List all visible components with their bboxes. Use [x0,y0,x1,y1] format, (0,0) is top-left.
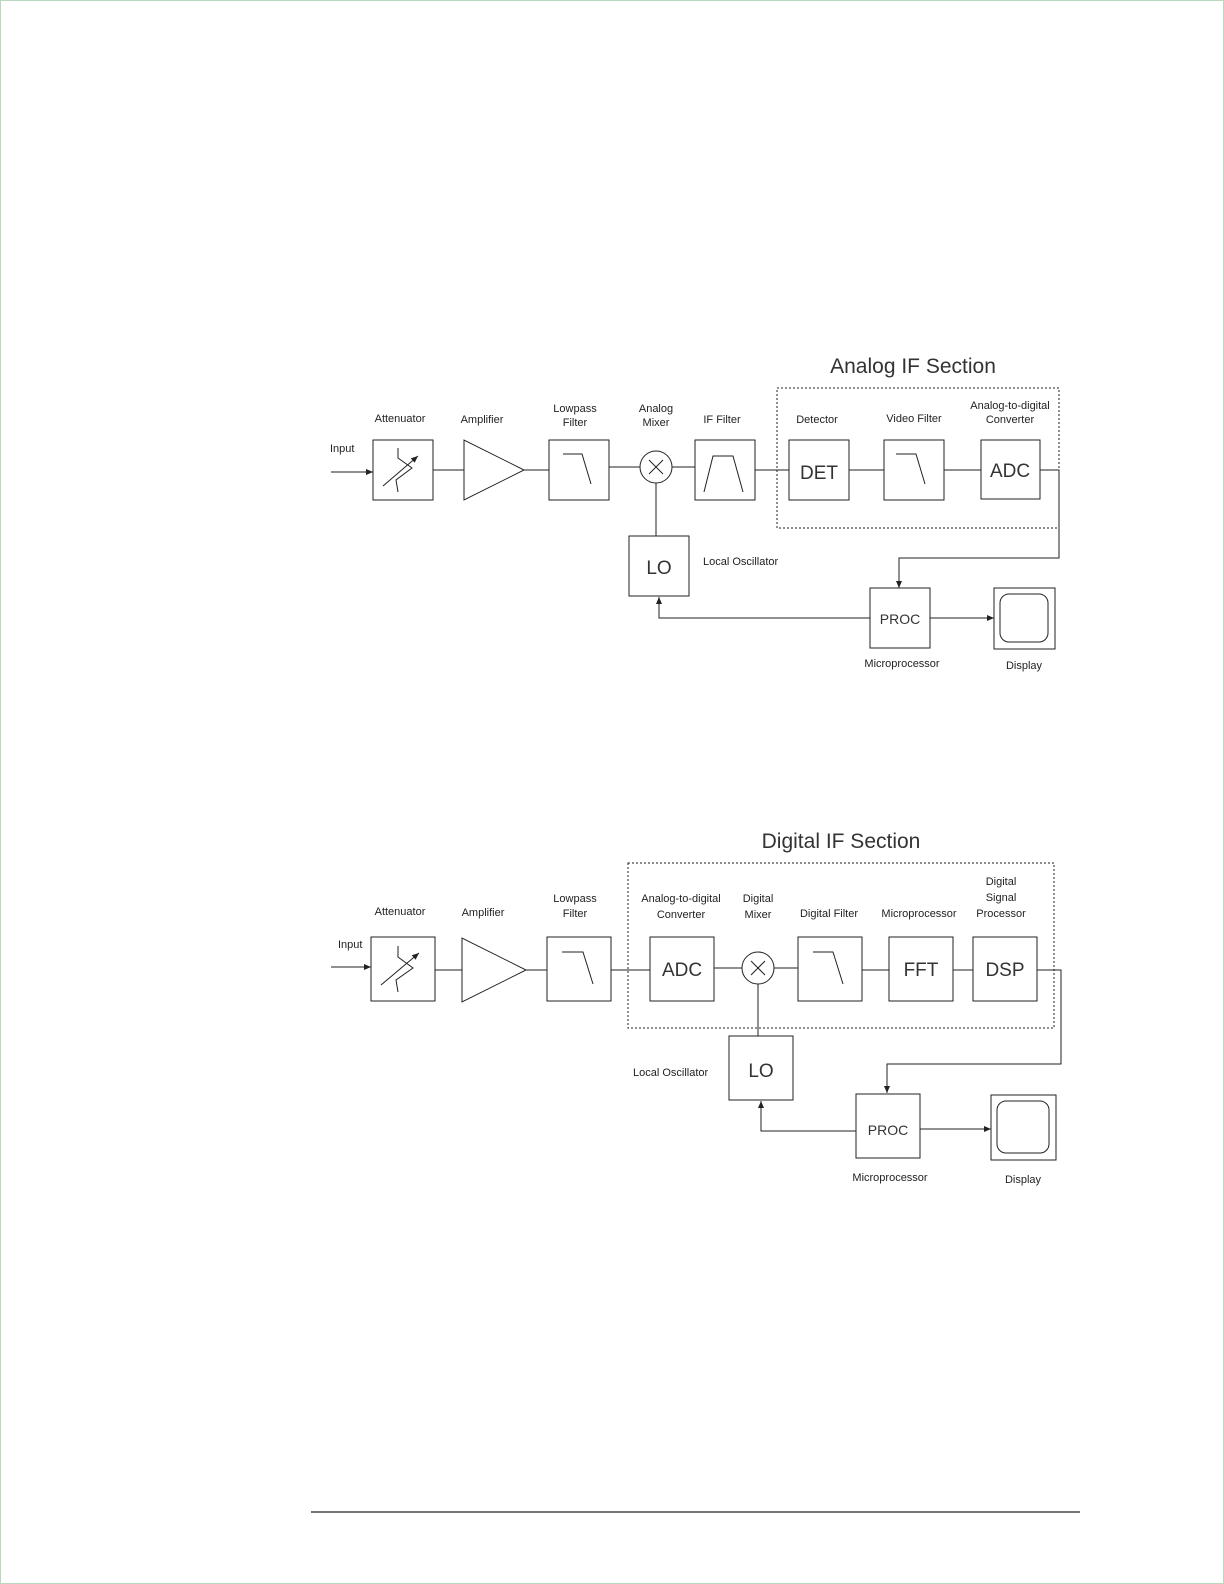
analog-adc-block: ADC [980,439,1041,500]
analog-local-oscillator-label: Local Oscillator [703,556,779,568]
analog-if-section-box [776,387,1060,529]
analog-proc-block: PROC [869,587,931,649]
analog-mixer-symbol [639,450,673,484]
digital-mixer-label-1: Digital [743,893,774,905]
digital-attenuator-label: Attenuator [375,906,426,918]
digital-section-title: Digital IF Section [762,830,921,853]
digital-lo-block: LO [728,1035,794,1101]
lowpass-response-icon [562,951,594,985]
analog-adc-label-1: Analog-to-digital [970,400,1050,412]
analog-if-diagram: Analog IF Section Input Attenuator Ampli… [330,355,1060,672]
analog-wire-proc-lo [656,597,870,619]
analog-if-filter-block [694,439,756,501]
digital-display-block [990,1094,1057,1161]
digital-wire-proc-lo [758,1101,856,1132]
adc-block-label: ADC [990,461,1030,482]
dsp-block-label: DSP [985,960,1024,981]
attenuator-arrow-icon [380,952,420,986]
digital-microprocessor-top-label: Microprocessor [881,908,957,920]
analog-mixer-label-1: Analog [639,403,673,415]
digital-input-label: Input [338,939,362,951]
analog-lowpass-label-2: Filter [563,417,588,429]
digital-proc-block-label: PROC [868,1122,908,1138]
analog-lowpass-block [548,439,610,501]
digital-adc-block-label: ADC [662,960,702,981]
digital-filter-block [797,936,863,1002]
analog-section-title: Analog IF Section [830,355,996,378]
digital-adc-block: ADC [649,936,715,1002]
digital-amplifier-triangle [461,937,528,1003]
analog-adc-label-2: Converter [986,414,1035,426]
proc-block-label: PROC [880,611,920,627]
digital-lowpass-label-1: Lowpass [553,893,597,905]
digital-if-diagram: Digital IF Section Input Attenuator Ampl… [331,830,1062,1186]
digital-dsp-label-2: Signal [986,892,1017,904]
digital-mixer-symbol [741,951,775,985]
analog-wire-adc-proc [896,469,1060,588]
digital-amplifier-label: Amplifier [462,907,505,919]
digital-mixer-label-2: Mixer [745,909,772,921]
analog-attenuator-block [372,439,434,501]
bandpass-response-icon [703,455,744,493]
digital-lowpass-block [546,936,612,1002]
lo-block-label: LO [646,558,671,579]
digital-adc-label-2: Converter [657,909,706,921]
attenuator-resistor-icon [395,448,413,493]
analog-lowpass-label-1: Lowpass [553,403,597,415]
digital-filter-label: Digital Filter [800,908,858,920]
digital-dsp-label-1: Digital [986,876,1017,888]
analog-video-filter-block [883,439,945,501]
analog-mixer-label-2: Mixer [643,417,670,429]
analog-attenuator-label: Attenuator [375,413,426,425]
analog-input-label: Input [330,443,354,455]
analog-if-filter-label: IF Filter [703,414,741,426]
analog-video-filter-label: Video Filter [886,413,942,425]
det-block-label: DET [800,463,838,484]
fft-block-label: FFT [904,960,939,981]
digital-lowpass-label-2: Filter [563,908,588,920]
analog-det-block: DET [788,439,850,501]
digital-dsp-label-3: Processor [976,908,1026,920]
digital-filter-response-icon [813,951,844,985]
attenuator-resistor-icon [395,946,414,993]
digital-display-label: Display [1005,1174,1042,1186]
analog-detector-label: Detector [796,414,838,426]
display-screen-icon [996,1100,1050,1154]
digital-proc-block: PROC [855,1093,921,1159]
analog-display-block [993,587,1056,650]
digital-wire-dsp-proc [884,969,1062,1093]
digital-if-section-box [627,862,1055,1029]
analog-amplifier-label: Amplifier [461,414,504,426]
display-screen-icon [999,593,1049,643]
digital-dsp-block: DSP [972,936,1038,1002]
digital-attenuator-block [370,936,436,1002]
digital-adc-label-1: Analog-to-digital [641,893,721,905]
digital-fft-block: FFT [888,936,954,1002]
analog-amplifier-triangle [463,439,526,501]
analog-display-label: Display [1006,660,1043,672]
video-filter-response-icon [896,453,926,485]
analog-lo-block: LO [628,535,690,597]
digital-lo-block-label: LO [748,1061,773,1082]
digital-microprocessor-label: Microprocessor [852,1172,928,1184]
analog-microprocessor-label: Microprocessor [864,658,940,670]
lowpass-response-icon [563,453,592,485]
digital-local-oscillator-label: Local Oscillator [633,1067,709,1079]
attenuator-arrow-icon [382,455,419,487]
